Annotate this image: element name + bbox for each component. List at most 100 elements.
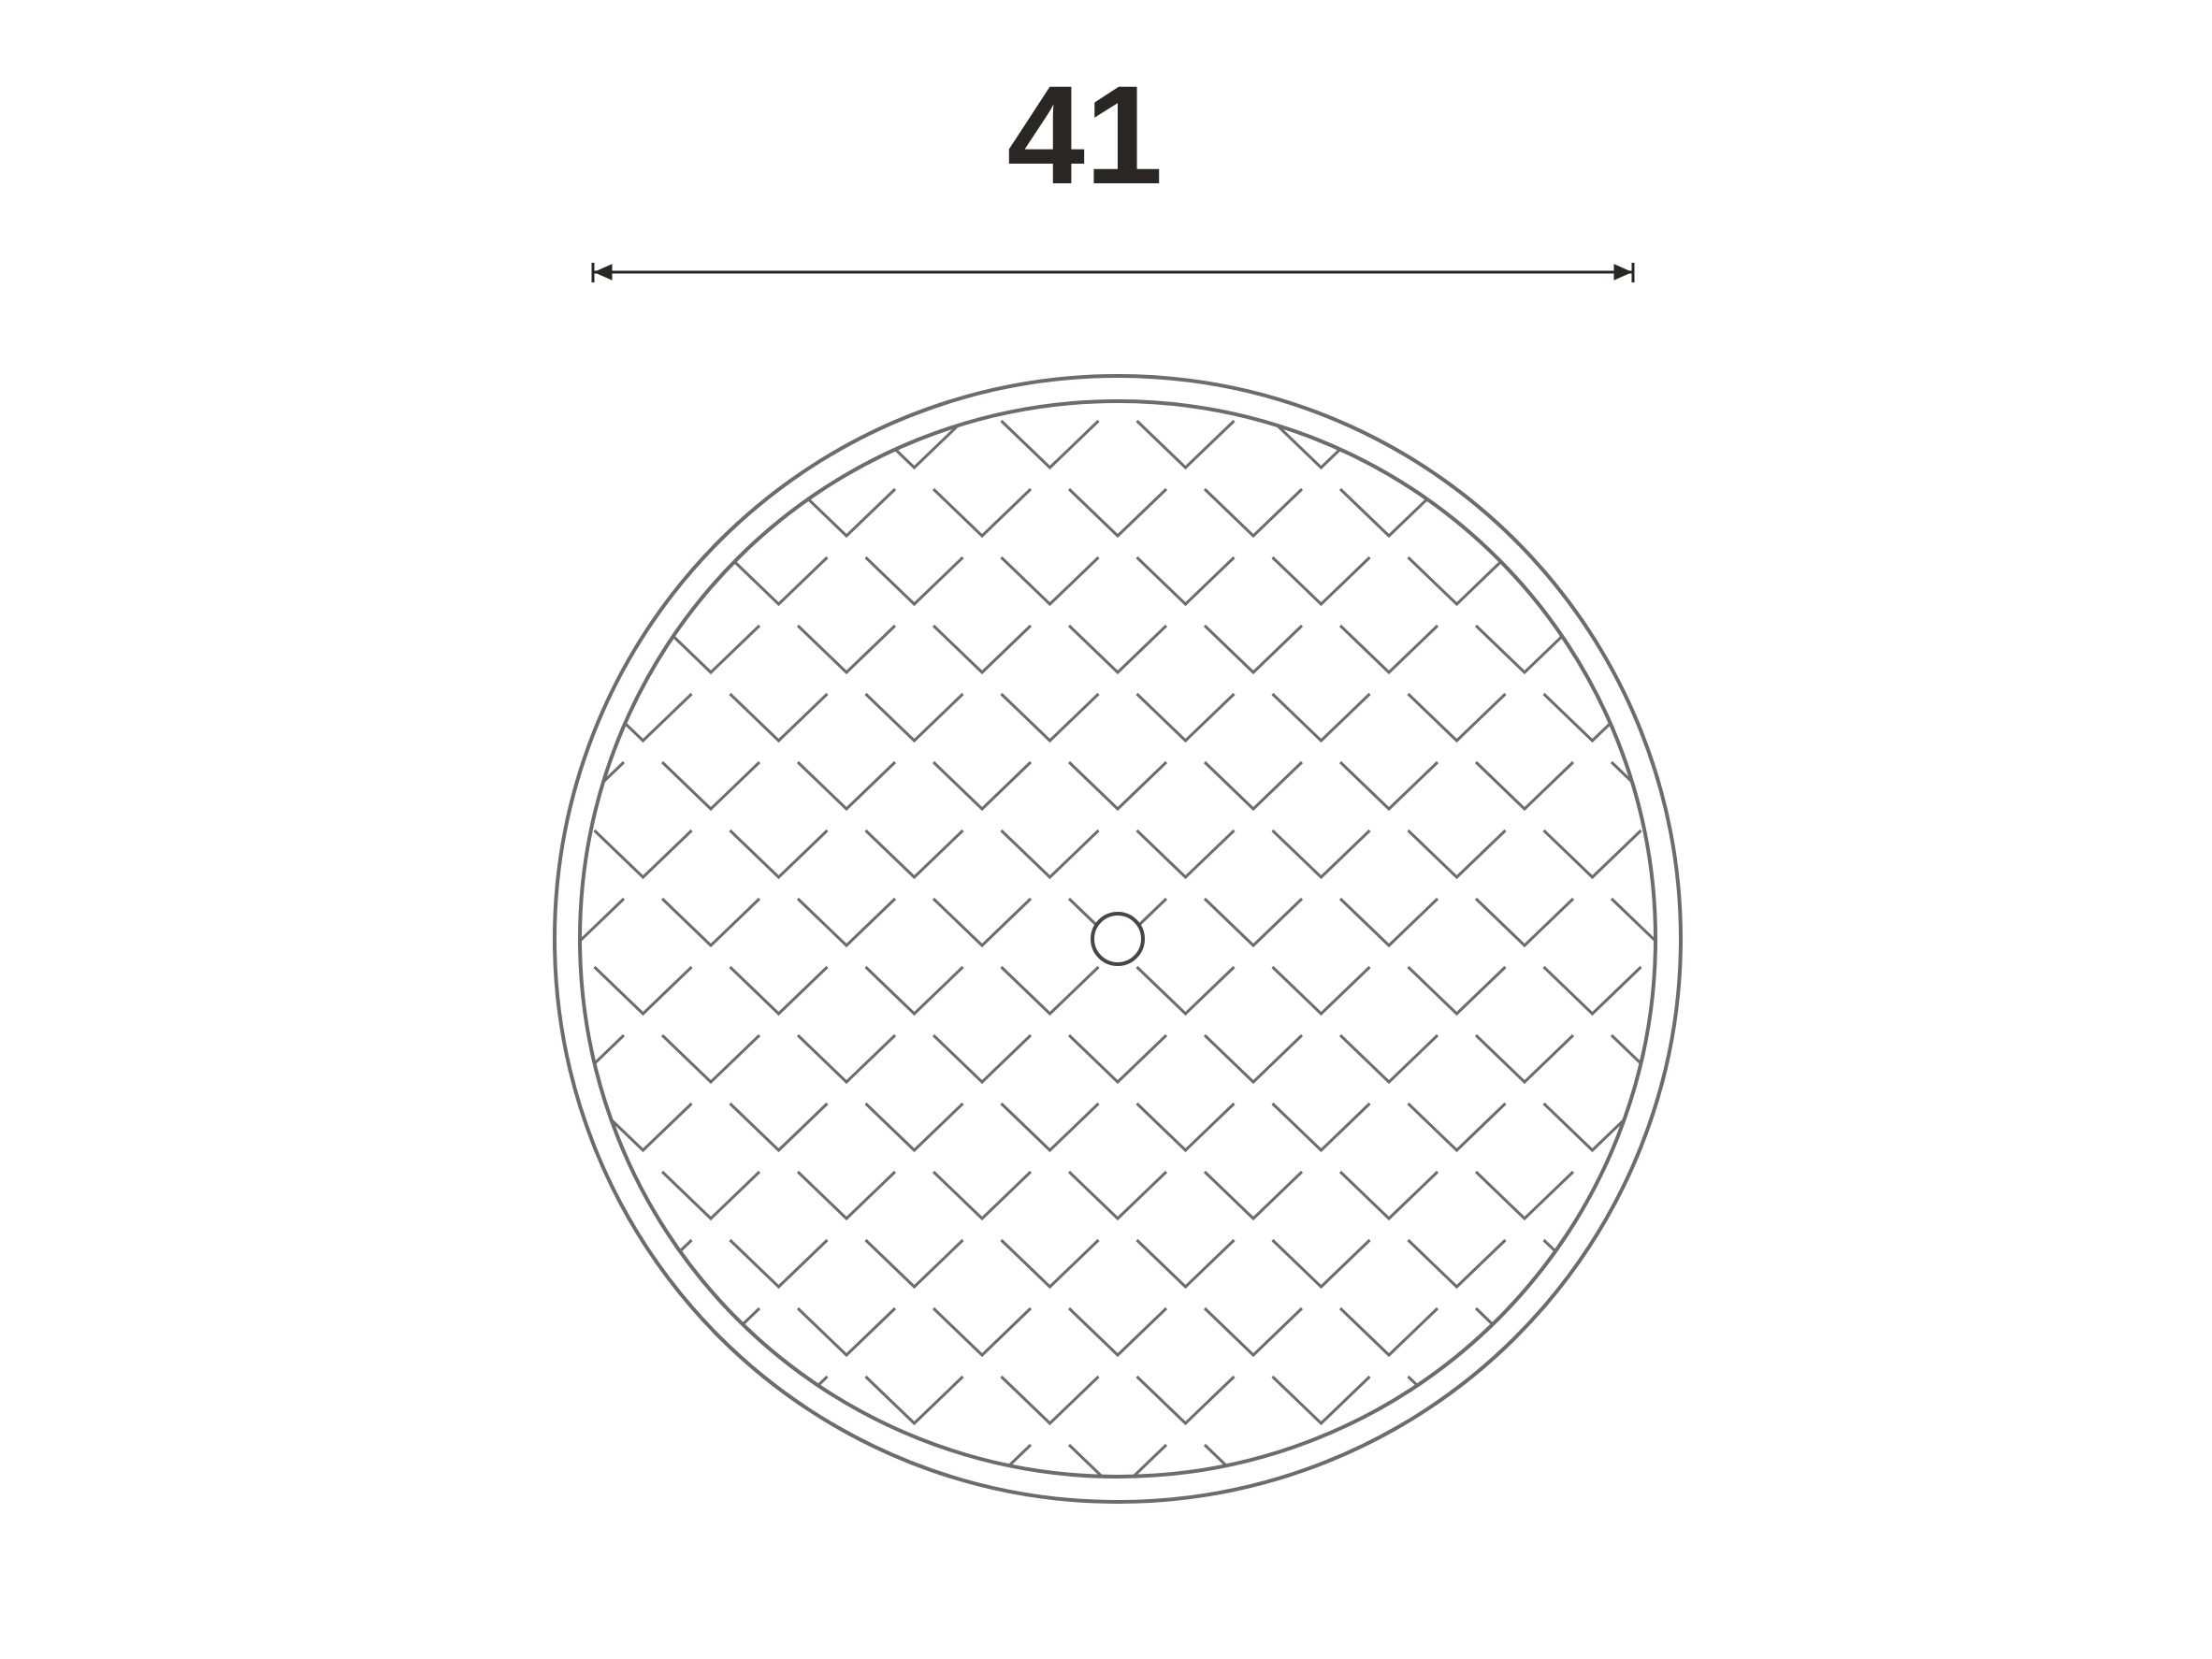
pattern-chevron [1067,1306,1168,1358]
pattern-chevron [1680,421,1777,468]
pattern-chevron [595,284,692,331]
dimension-label: 41 [1006,56,1164,213]
pattern-chevron [1067,487,1168,539]
pattern-chevron [1002,284,1099,331]
pattern-chevron [255,1308,353,1355]
pattern-chevron [1747,1172,1844,1219]
pattern-chevron [391,626,488,672]
pattern-chevron [255,1172,353,1219]
pattern-chevron [1747,353,1844,399]
pattern-chevron [1137,1513,1235,1560]
pattern-chevron [1135,555,1236,607]
pattern-chevron [391,762,488,809]
pattern-chevron [1815,830,1913,877]
pattern-chevron [1338,624,1439,675]
pattern-chevron [1815,284,1913,331]
pattern-chevron [796,1443,897,1477]
pattern-chevron [1951,1240,2048,1287]
pattern-chevron [1610,897,1655,948]
pattern-chevron [1067,1170,1168,1221]
pattern-chevron [1338,1306,1439,1358]
pattern-chevron [459,1240,557,1287]
pattern-chevron [1680,967,1777,1014]
pattern-chevron [796,760,897,812]
pattern-chevron [391,353,488,399]
pattern-chevron [1883,1308,1980,1355]
pattern-chevron [391,489,488,536]
pattern-chevron [459,284,557,331]
pattern-chevron [255,1035,353,1082]
pattern-chevron [1203,1033,1304,1085]
pattern-chevron [1610,1443,1655,1477]
pattern-chevron [593,1375,693,1426]
pattern-chevron [796,401,897,402]
pattern-chevron [1135,419,1236,470]
pattern-chevron [580,1443,626,1477]
pattern-chevron [580,624,626,675]
pattern-chevron [866,1513,963,1560]
pattern-chevron [1474,1033,1575,1085]
pattern-chevron [1135,1375,1236,1426]
pattern-chevron [1680,1377,1777,1423]
pattern-chevron [1407,692,1507,743]
pattern-chevron [255,899,353,945]
circle-icon [1091,912,1145,966]
pattern-chevron [324,1104,421,1150]
pattern-chevron [1000,419,1100,470]
pattern-chevron [796,1306,897,1358]
pattern-chevron [1203,1306,1304,1358]
pattern-chevron [932,1033,1033,1085]
pattern-chevron [1542,419,1642,470]
pattern-chevron [660,1170,761,1221]
pattern-chevron [391,1308,488,1355]
pattern-chevron [1680,694,1777,741]
pattern-chevron [1338,1170,1439,1221]
pattern-chevron [1407,829,1507,880]
pattern-chevron [1544,284,1641,331]
pattern-chevron [1747,489,1844,536]
pattern-chevron [1409,284,1506,331]
pattern-chevron [324,967,421,1014]
pattern-chevron [1542,1375,1642,1426]
pattern-chevron [459,694,557,741]
pattern-chevron [1951,557,2048,604]
pattern-chevron [729,419,829,470]
pattern-chevron [593,829,693,880]
pattern-chevron [1883,762,1980,809]
pattern-chevron [796,624,897,675]
pattern-chevron [1000,1102,1100,1153]
pattern-chevron [1338,760,1439,812]
arrow-right-icon [1613,264,1633,281]
pattern-chevron [324,1240,421,1287]
pattern-chevron [391,899,488,945]
pattern-chevron [1271,692,1371,743]
pattern-chevron [1338,1443,1439,1477]
pattern-chevron [1680,1513,1777,1560]
pattern-chevron [729,1238,829,1290]
pattern-chevron [1815,557,1913,604]
pattern-chevron [1273,1513,1370,1560]
pattern-chevron [1000,1238,1100,1290]
pattern-chevron [1883,1445,1980,1492]
pattern-chevron [580,897,626,948]
pattern-chevron [1474,1170,1575,1221]
pattern-chevron [729,965,829,1017]
pattern-chevron [1610,760,1655,812]
pattern-chevron [1542,965,1642,1017]
pattern-chevron [1203,760,1304,812]
pattern-chevron [255,1445,353,1492]
pattern-chevron [1542,829,1642,880]
pattern-chevron [1135,692,1236,743]
pattern-chevron [1815,1377,1913,1423]
pattern-chevron [1815,1513,1913,1560]
pattern-chevron [1000,829,1100,880]
pattern-chevron [593,965,693,1017]
pattern-chevron [864,965,964,1017]
pattern-chevron [1474,760,1575,812]
pattern-chevron [1407,419,1507,470]
pattern-chevron [459,557,557,604]
pattern-chevron [729,692,829,743]
pattern-chevron [1951,284,2048,331]
pattern-chevron [1680,557,1777,604]
pattern-chevron [324,830,421,877]
